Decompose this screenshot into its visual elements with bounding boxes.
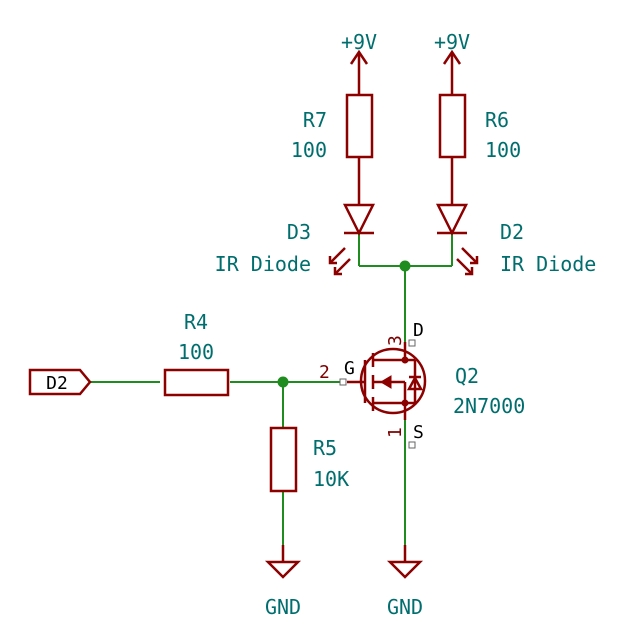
resistor-r4: R4 100 — [163, 310, 230, 397]
r5-ref: R5 — [313, 436, 337, 460]
mosfet-dot — [401, 399, 409, 407]
d2-value: IR Diode — [500, 252, 596, 276]
d2-ref: D2 — [500, 220, 524, 244]
diode-d3: D3 IR Diode — [215, 203, 376, 276]
diode-d2: D2 IR Diode — [435, 203, 596, 276]
resistor-r7: R7 100 — [291, 93, 374, 205]
port-shape-icon — [28, 368, 92, 396]
r4-ref: R4 — [184, 310, 208, 334]
mosfet-dot — [401, 356, 409, 364]
r7-value: 100 — [291, 138, 327, 162]
ground-label-right: GND — [387, 595, 423, 619]
wires — [90, 233, 453, 562]
pin-marker — [408, 339, 416, 347]
source-pin-name: S — [413, 422, 424, 443]
power-label-left: +9V — [341, 30, 377, 54]
port-label: D2 — [46, 373, 68, 394]
resistor-body — [269, 426, 298, 493]
d3-value: IR Diode — [215, 252, 311, 276]
resistor-body — [345, 93, 374, 159]
q2-ref: Q2 — [455, 364, 479, 388]
emission-arrow-icon — [456, 258, 473, 275]
junction-dot-drain — [399, 260, 411, 272]
r6-value: 100 — [485, 138, 521, 162]
hierarchical-port-d2: D2 — [28, 368, 92, 396]
emission-arrow-icon — [329, 247, 346, 264]
gate-pin-name: G — [344, 358, 355, 379]
emission-arrowhead-icon — [333, 267, 342, 276]
body-diode-icon — [406, 375, 424, 391]
ground-icon — [264, 560, 302, 579]
gate-pin-number: 2 — [319, 362, 330, 383]
resistor-body — [438, 93, 467, 159]
ground-label-left: GND — [265, 595, 301, 619]
body-arrow-icon — [380, 375, 392, 389]
source-pin-number: 1 — [385, 427, 406, 438]
emission-arrowhead-icon — [465, 267, 474, 276]
pin-marker — [408, 441, 416, 449]
r5-value: 10K — [313, 467, 349, 491]
drain-pin-number: 3 — [385, 335, 406, 346]
ground-symbol-left: GND — [265, 545, 301, 619]
diode-triangle-icon — [342, 203, 376, 236]
resistor-body — [163, 368, 230, 397]
r7-ref: R7 — [303, 108, 327, 132]
junction-dot-gate — [277, 376, 289, 388]
r4-value: 100 — [178, 340, 214, 364]
emission-arrow-icon — [334, 258, 351, 275]
resistor-r5: R5 10K — [269, 426, 349, 493]
power-symbol-right: +9V — [434, 30, 470, 95]
emission-arrow-icon — [461, 247, 478, 264]
drain-pin-name: D — [413, 320, 424, 341]
diode-triangle-icon — [435, 203, 469, 236]
resistor-r6: R6 100 — [438, 93, 521, 205]
ground-icon — [386, 560, 424, 579]
d3-ref: D3 — [287, 220, 311, 244]
q2-value: 2N7000 — [453, 394, 525, 418]
r6-ref: R6 — [485, 108, 509, 132]
power-label-right: +9V — [434, 30, 470, 54]
power-symbol-left: +9V — [341, 30, 377, 95]
emission-arrowhead-icon — [470, 256, 479, 265]
mosfet-q2: 3 2 1 D G S Q2 2N7000 — [319, 320, 525, 449]
ground-symbol-right: GND — [387, 545, 423, 619]
emission-arrowhead-icon — [328, 256, 337, 265]
pin-marker — [339, 378, 347, 386]
